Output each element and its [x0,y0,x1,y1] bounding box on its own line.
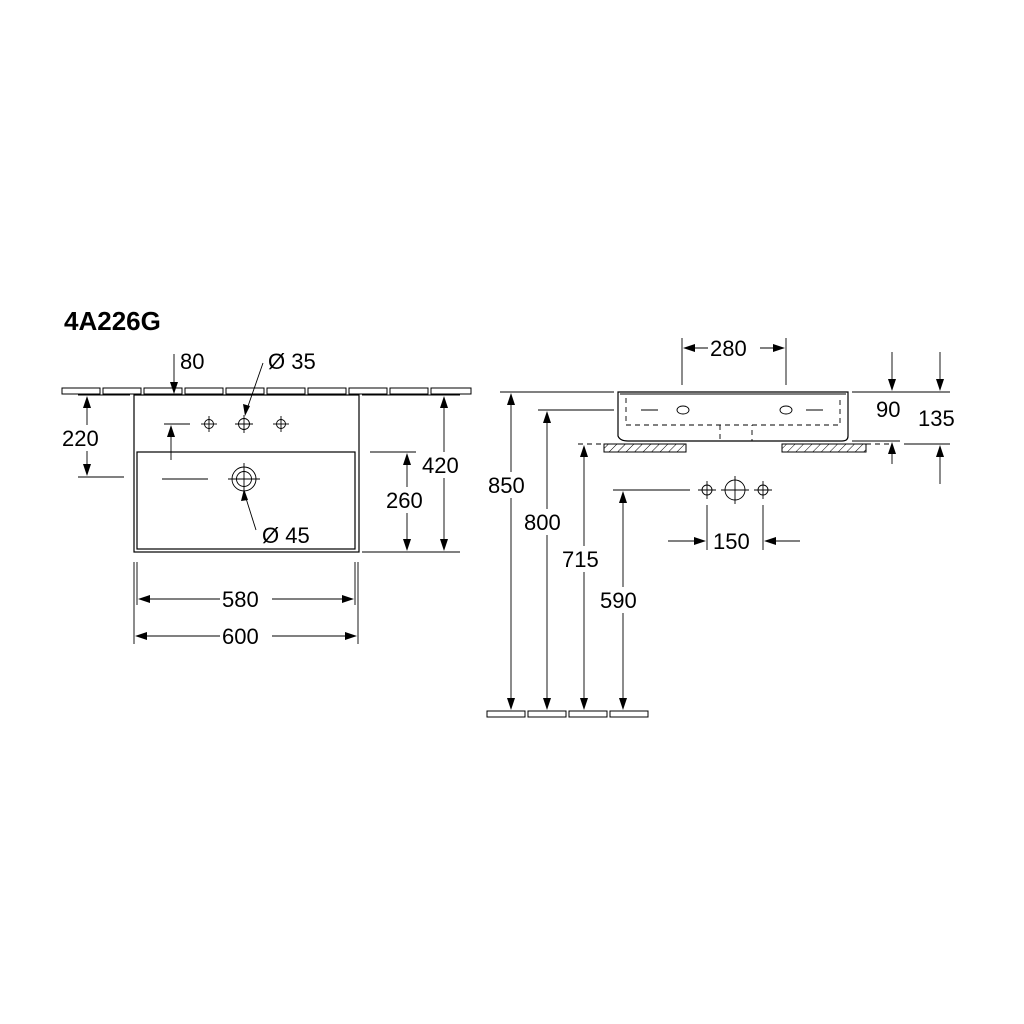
dim-bowl-depth: 260 [386,488,423,513]
basin-outline [133,394,360,553]
dim-height-800: 800 [524,510,561,535]
side-view: 280 90 135 850 [486,335,955,718]
dim-total-depth: 420 [422,453,459,478]
dim-outer-width: 600 [222,624,259,649]
wall-fixture-icon [698,476,772,504]
dim-height-715: 715 [562,547,599,572]
dim-tap-hole: Ø 35 [268,349,316,374]
countertop [603,443,687,453]
dim-total-height: 135 [918,406,955,431]
dim-rim-height: 90 [876,397,900,422]
basin-profile [617,391,849,442]
dim-tap-height: 220 [62,426,99,451]
basin-bowl [136,451,356,550]
overflow-hole-icon [779,405,793,415]
dim-tap-spacing: 150 [713,529,750,554]
dim-height-850: 850 [488,473,525,498]
dim-inner-width: 580 [222,587,259,612]
dim-drain: Ø 45 [262,523,310,548]
model-code: 4A226G [64,306,161,336]
tap-hole-icon [201,415,289,433]
wall-tiles [61,387,472,395]
dim-top-width: 280 [710,336,747,361]
dim-height-590: 590 [600,588,637,613]
countertop [781,443,867,453]
dim-tap-offset: 80 [180,349,204,374]
overflow-hole-icon [676,405,690,415]
floor-tiles [486,710,649,718]
front-view: 80 Ø 35 220 420 260 Ø 45 [60,349,472,649]
